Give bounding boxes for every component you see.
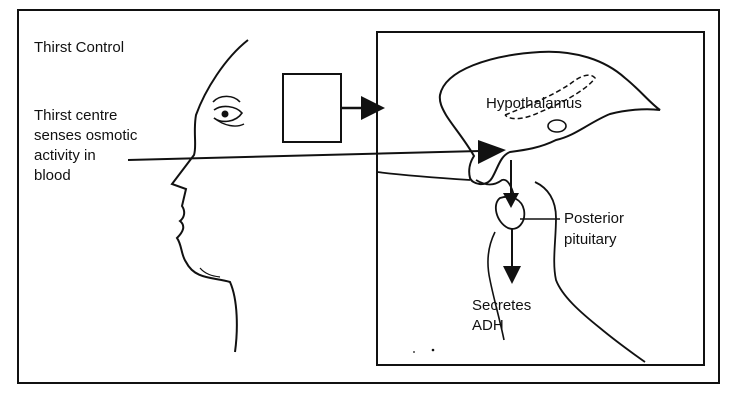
hypothalamus-dashed-outline [504,74,596,120]
stalk-arrow-head [503,193,519,208]
figure-title: Thirst Control [34,39,124,56]
posterior-pituitary-label: Posterior pituitary [564,210,628,248]
box-arrow-head [361,96,385,120]
hypothalamus-shape [438,50,661,185]
scan-speck [431,348,435,352]
stimulus-box [282,73,342,143]
throat-outline [487,231,505,341]
jaw-line [199,267,221,278]
scan-speck [413,351,415,353]
thirst-arrow-head [478,140,506,164]
hypothalamus-label: Hypothalamus [486,95,582,112]
palate-outline [376,171,471,181]
brainstem-outline [534,181,646,363]
thirst-centre-label: Thirst centre senses osmotic activity in… [34,107,142,184]
hypothalamus-nucleus [547,119,567,133]
head-profile [170,39,249,353]
eye-icon [212,95,245,127]
outer-frame [17,9,720,384]
secretion-arrow-head [503,266,521,284]
brain-inset-panel [376,31,705,366]
thirst-arrow-shaft [127,150,481,161]
secretes-adh-label: Secretes ADH [472,297,535,334]
